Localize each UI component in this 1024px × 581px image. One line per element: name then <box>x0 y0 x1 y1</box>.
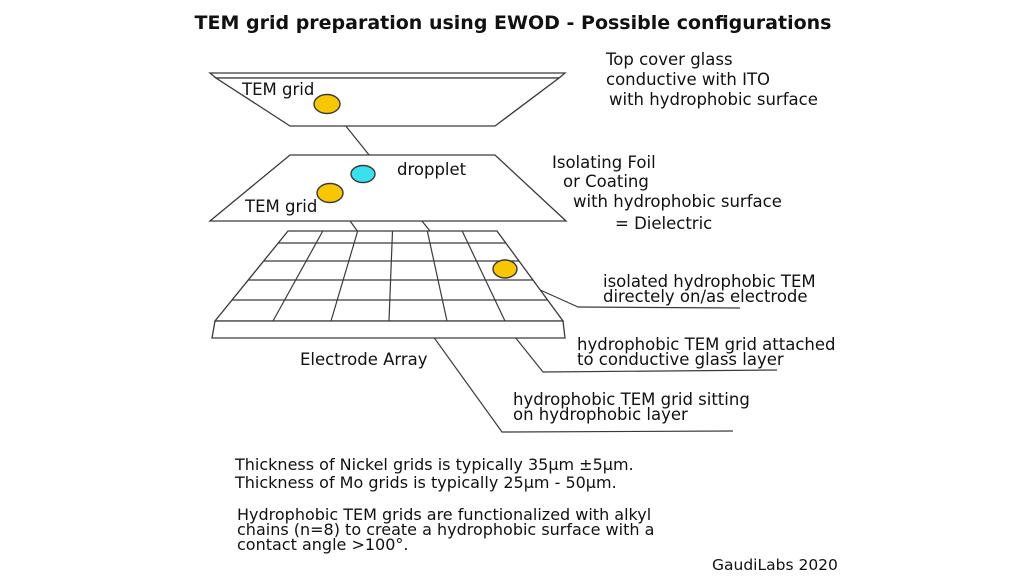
page-title: TEM grid preparation using EWOD - Possib… <box>195 12 832 34</box>
annotation-isolating-foil: Isolating Foil or Coating with hydrophob… <box>552 153 782 233</box>
top-glass-surface <box>213 77 561 127</box>
annotation-sitting-tem: hydrophobic TEM grid sitting on hydropho… <box>513 390 750 424</box>
grid-column-line <box>272 230 324 322</box>
annotation-line: or Coating <box>563 172 649 191</box>
droplet-label: dropplet <box>397 160 467 179</box>
electrode-array <box>211 230 566 339</box>
annotation-line: hydrophobic TEM grid sitting <box>513 390 750 409</box>
note-line: Thickness of Mo grids is typically 25μm … <box>234 473 617 492</box>
top-cover-glass-plate <box>208 72 567 127</box>
tem-grid-dot-foil <box>316 182 344 204</box>
grid-column-line <box>330 230 359 322</box>
annotation-line: = Dielectric <box>615 214 712 233</box>
foil-tem-grid-label: TEM grid <box>244 197 317 216</box>
annotation-isolated-tem: isolated hydrophobic TEM directely on/as… <box>603 272 816 306</box>
annotation-line: conductive with ITO <box>606 70 770 89</box>
annotation-line: with hydrophobic surface <box>609 90 818 109</box>
grid-column-line <box>388 230 394 322</box>
annotation-line: isolated hydrophobic TEM <box>603 272 816 291</box>
note-line: chains (n=8) to create a hydrophobic sur… <box>237 520 654 539</box>
annotation-line: to conductive glass layer <box>577 350 784 369</box>
annotation-line: with hydrophobic surface <box>573 192 782 211</box>
note-line: contact angle >100°. <box>237 535 408 554</box>
top-glass-edge <box>208 72 567 79</box>
annotation-attached-tem: hydrophobic TEM grid attached to conduct… <box>577 335 835 369</box>
annotation-line: hydrophobic TEM grid attached <box>577 335 835 354</box>
annotation-top-cover: Top cover glass conductive with ITO with… <box>605 50 818 109</box>
electrode-array-label: Electrode Array <box>300 350 428 369</box>
electrode-array-side <box>211 320 566 339</box>
annotation-line: on hydrophobic layer <box>513 405 688 424</box>
functionalization-note: Hydrophobic TEM grids are functionalized… <box>237 505 654 554</box>
note-line: Thickness of Nickel grids is typically 3… <box>234 455 634 474</box>
footer-credit: GaudiLabs 2020 <box>712 556 838 574</box>
annotation-line: Top cover glass <box>605 50 733 69</box>
droplet-dot <box>350 164 376 184</box>
tem-grid-dot-electrode <box>492 259 518 279</box>
top-glass-tem-grid-label: TEM grid <box>241 80 314 99</box>
grid-column-line <box>461 230 506 322</box>
note-line: Hydrophobic TEM grids are functionalized… <box>237 505 651 524</box>
isolating-foil-layer <box>208 154 568 222</box>
grid-column-line <box>426 230 448 322</box>
annotation-line: Isolating Foil <box>552 153 656 172</box>
annotation-line: directely on/as electrode <box>603 287 808 306</box>
tem-grid-dot-top-glass <box>313 93 341 115</box>
thickness-note: Thickness of Nickel grids is typically 3… <box>234 455 634 492</box>
